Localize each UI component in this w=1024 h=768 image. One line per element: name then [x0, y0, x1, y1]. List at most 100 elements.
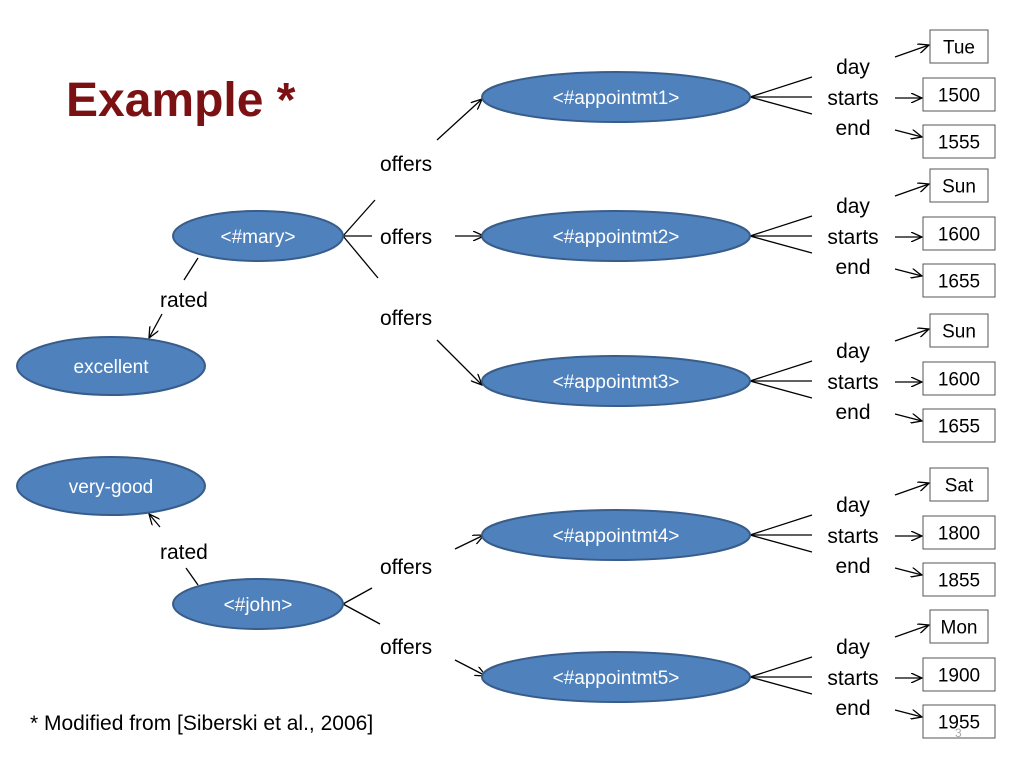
- appointment-3: <#appointmt3> day starts end Sun 1600 1655: [481, 313, 996, 443]
- value-day: Sun: [942, 177, 976, 198]
- offers-label-1: offers: [380, 153, 432, 176]
- arrow-to-end: [894, 413, 922, 421]
- value-box-end: 1955: [922, 704, 996, 739]
- edge-mary-rated: [183, 257, 199, 281]
- arrow-to-end: [894, 709, 922, 717]
- prop-edge-day: [749, 360, 813, 382]
- value-box-day: Sat: [929, 467, 989, 502]
- offers-label-5: offers: [380, 636, 432, 659]
- prop-edge-end: [749, 380, 813, 399]
- appointment-label: <#appointmt5>: [553, 668, 680, 689]
- value-box-starts: 1800: [922, 515, 996, 550]
- value-box-day: Sun: [929, 168, 989, 203]
- appointment-node: [481, 509, 751, 561]
- appointment-1: <#appointmt1> day starts end Tue 1500 1555: [481, 29, 996, 159]
- value-box-day: Sun: [929, 313, 989, 348]
- value-box-starts: 1600: [922, 216, 996, 251]
- node-john: <#john>: [172, 578, 344, 630]
- value-box-starts: 1500: [922, 77, 996, 112]
- value-box-end: 1655: [922, 408, 996, 443]
- property-label-end: end: [835, 256, 870, 279]
- appointment-node: [481, 210, 751, 262]
- node-excellent-label: excellent: [74, 357, 150, 378]
- edge-mary-rated-arrow: [149, 313, 163, 338]
- node-very-good-label: very-good: [69, 477, 154, 498]
- node-excellent: excellent: [16, 336, 206, 396]
- property-label-end: end: [835, 555, 870, 578]
- property-label-starts: starts: [827, 667, 878, 690]
- value-starts: 1800: [938, 524, 980, 545]
- offers-label-4: offers: [380, 556, 432, 579]
- property-label-end: end: [835, 117, 870, 140]
- value-day: Sun: [942, 322, 976, 343]
- value-box-day: Tue: [929, 29, 989, 64]
- edge-john-appt5: [342, 603, 381, 625]
- edge-john-rated-arrow: [149, 514, 161, 528]
- value-box-day: Mon: [929, 609, 989, 644]
- appointment-label: <#appointmt3>: [553, 372, 680, 393]
- offers-label-2: offers: [380, 226, 432, 249]
- edge-mary-appt1-arrow: [436, 99, 482, 141]
- property-label-day: day: [836, 636, 870, 659]
- appointment-5: <#appointmt5> day starts end Mon 1900 1955: [481, 609, 996, 739]
- arrow-to-end: [894, 129, 922, 137]
- edge-john-appt4: [342, 587, 373, 605]
- edge-john-appt4-arrow: [454, 535, 484, 550]
- appointment-2: <#appointmt2> day starts end Sun 1600 1655: [481, 168, 996, 298]
- appointment-node: [481, 651, 751, 703]
- arrow-to-end: [894, 268, 922, 276]
- property-label-starts: starts: [827, 371, 878, 394]
- property-label-end: end: [835, 697, 870, 720]
- property-label-starts: starts: [827, 226, 878, 249]
- value-starts: 1500: [938, 86, 980, 107]
- value-box-end: 1855: [922, 562, 996, 597]
- appointment-node: [481, 355, 751, 407]
- property-label-starts: starts: [827, 525, 878, 548]
- arrow-to-day: [894, 329, 929, 342]
- appointment-label: <#appointmt2>: [553, 227, 680, 248]
- prop-edge-end: [749, 676, 813, 695]
- value-day: Tue: [943, 38, 975, 59]
- value-starts: 1900: [938, 666, 980, 687]
- node-john-label: <#john>: [224, 595, 293, 616]
- prop-edge-end: [749, 235, 813, 254]
- slide-title: Example *: [66, 74, 296, 127]
- value-starts: 1600: [938, 225, 980, 246]
- john-offers-edges: [342, 535, 486, 676]
- appointment-groups: <#appointmt1>daystartsendTue15001555<#ap…: [481, 29, 996, 739]
- rated-label-mary: rated: [160, 289, 208, 312]
- value-end: 1655: [938, 272, 980, 293]
- node-mary-label: <#mary>: [221, 227, 296, 248]
- appointment-label: <#appointmt1>: [553, 88, 680, 109]
- value-box-starts: 1900: [922, 657, 996, 692]
- property-label-starts: starts: [827, 87, 878, 110]
- mary-offers-edges: [342, 99, 484, 385]
- prop-edge-day: [749, 215, 813, 237]
- edge-mary-appt3-arrow: [436, 339, 482, 385]
- value-end: 1855: [938, 571, 980, 592]
- property-label-day: day: [836, 195, 870, 218]
- value-end: 1955: [938, 713, 980, 734]
- arrow-to-day: [894, 625, 929, 638]
- prop-edge-day: [749, 76, 813, 98]
- value-box-end: 1555: [922, 124, 996, 159]
- prop-edge-end: [749, 534, 813, 553]
- value-box-starts: 1600: [922, 361, 996, 396]
- edge-john-appt5-arrow: [454, 659, 486, 676]
- prop-edge-end: [749, 96, 813, 115]
- arrow-to-day: [894, 483, 929, 496]
- node-mary: <#mary>: [172, 210, 344, 262]
- arrow-to-end: [894, 567, 922, 575]
- arrow-to-day: [894, 45, 929, 58]
- property-label-day: day: [836, 494, 870, 517]
- page-number: 3: [955, 726, 962, 740]
- value-end: 1655: [938, 417, 980, 438]
- offers-label-3: offers: [380, 307, 432, 330]
- property-label-day: day: [836, 56, 870, 79]
- node-very-good: very-good: [16, 456, 206, 516]
- property-label-day: day: [836, 340, 870, 363]
- rated-label-john: rated: [160, 541, 208, 564]
- arrow-to-day: [894, 184, 929, 197]
- property-label-end: end: [835, 401, 870, 424]
